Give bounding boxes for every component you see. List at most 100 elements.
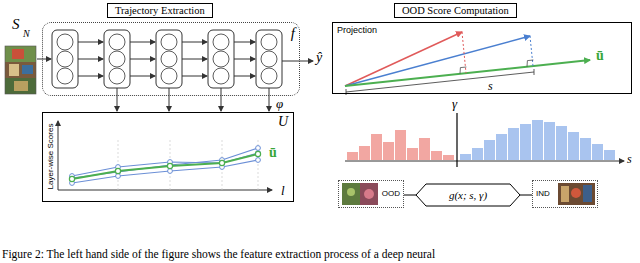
histogram-part	[460, 120, 615, 160]
ind-image-part	[561, 186, 569, 202]
node-text: OOD	[382, 189, 400, 198]
layer-arrows-part	[182, 59, 207, 60]
hexagon-shape	[416, 184, 520, 206]
section-header: OOD Score Computation	[394, 3, 517, 18]
projection-score-symbol: s	[488, 79, 493, 94]
layer-arrows-part	[130, 42, 155, 43]
score-plot	[58, 121, 272, 190]
projection-vectors-part	[534, 69, 535, 75]
network-layers-part-part	[161, 68, 177, 84]
histogram-part-part	[508, 128, 519, 160]
node-text: Projection	[337, 25, 377, 35]
histogram-part-part	[407, 148, 418, 160]
trajectory-plot-box: ULayer-wise Scoreslū	[42, 112, 294, 202]
score-plot-part-part	[69, 176, 74, 181]
network-layers-part-part	[109, 34, 125, 50]
histogram-part	[456, 113, 457, 167]
layer-arrows-part	[169, 88, 170, 111]
histogram-part-part	[484, 140, 495, 160]
ood-box: OOD	[338, 180, 404, 208]
output-symbol: ŷ	[316, 50, 322, 66]
histogram-part-part	[580, 138, 591, 160]
score-plot-part	[72, 154, 258, 179]
connector	[404, 195, 416, 196]
section-header: Trajectory Extraction	[107, 3, 213, 18]
projection-vectors-part	[530, 36, 533, 66]
network-layers-part	[104, 30, 130, 88]
input-images-part	[5, 46, 36, 94]
layer-arrows-part	[78, 76, 103, 77]
ood-image-part	[360, 183, 378, 205]
node-text: f	[291, 25, 295, 42]
layer-arrows-part	[234, 76, 255, 77]
histogram-part-part	[359, 146, 370, 160]
network-layers-part-part	[213, 51, 229, 67]
network-layers-part-part	[161, 51, 177, 67]
layer-arrows-part	[234, 42, 255, 43]
layer-arrows-part	[130, 59, 155, 60]
score-plot-part-part	[72, 153, 258, 176]
layer-arrows-part	[78, 42, 103, 43]
node-text: l	[281, 183, 285, 199]
score-plot-part-part	[220, 161, 225, 166]
network-layers-part-part	[161, 34, 177, 50]
histogram-part-part	[383, 142, 394, 160]
layer-arrows-part	[182, 76, 207, 77]
histogram-part-part	[496, 134, 507, 160]
histogram-part-part	[604, 150, 615, 160]
network-layers-part-part	[109, 68, 125, 84]
projection-box: Projection	[332, 22, 632, 94]
network-layers-part	[52, 30, 78, 88]
histogram-part-part	[419, 138, 430, 160]
input-images-part	[5, 78, 36, 94]
histogram-part-part	[568, 132, 579, 160]
network-layers-part-part	[261, 68, 277, 84]
network-layers-part-part	[109, 51, 125, 67]
projection-vectors-part	[346, 89, 347, 95]
histogram-part-part	[520, 124, 531, 160]
histogram-part-part	[592, 144, 603, 160]
histogram-part-part	[556, 126, 567, 160]
input-images-part	[5, 46, 36, 62]
score-function-hexagon: g(x; s, γ)	[416, 184, 520, 206]
ind-image-part	[558, 183, 595, 205]
layer-arrows	[78, 42, 313, 111]
ind-image	[558, 183, 595, 205]
threshold-symbol: γ	[452, 96, 457, 112]
histogram-part	[345, 161, 624, 162]
histogram-part-part	[431, 151, 442, 160]
network-layers-part	[57, 34, 277, 84]
node-text: Trajectory Extraction	[115, 5, 205, 16]
layer-arrows-part	[117, 88, 118, 111]
network-layers	[52, 30, 282, 88]
histogram-part	[347, 130, 454, 160]
score-plot-part	[58, 190, 272, 191]
layer-arrows-part	[269, 88, 270, 111]
input-images-part	[9, 64, 19, 76]
histogram-part-part	[347, 152, 358, 160]
node-text: OOD Score Computation	[402, 5, 509, 16]
set-name: S	[12, 16, 20, 33]
ind-image-part	[583, 185, 592, 202]
network-layers-part-part	[261, 51, 277, 67]
score-plot-part-part	[116, 174, 121, 179]
connector	[520, 195, 532, 196]
projection-vectors-part	[345, 36, 530, 86]
histogram-part-part	[460, 154, 471, 160]
input-images-part	[14, 81, 28, 91]
input-images	[5, 46, 36, 94]
layer-arrows-part	[182, 42, 207, 43]
ood-image	[342, 183, 378, 205]
score-plot-part-part	[219, 160, 224, 165]
score-plot-part-part	[255, 151, 260, 156]
network-layers-part	[208, 30, 234, 88]
histogram-part-part	[532, 120, 543, 160]
ood-image-part	[364, 189, 374, 199]
histogram-part-part	[472, 148, 483, 160]
node-text: ū	[269, 145, 277, 161]
input-arrow	[37, 59, 51, 60]
axis-symbol: s	[627, 152, 632, 167]
node-text: IND	[536, 189, 550, 198]
histogram	[345, 113, 624, 167]
score-plot-part	[58, 121, 59, 190]
